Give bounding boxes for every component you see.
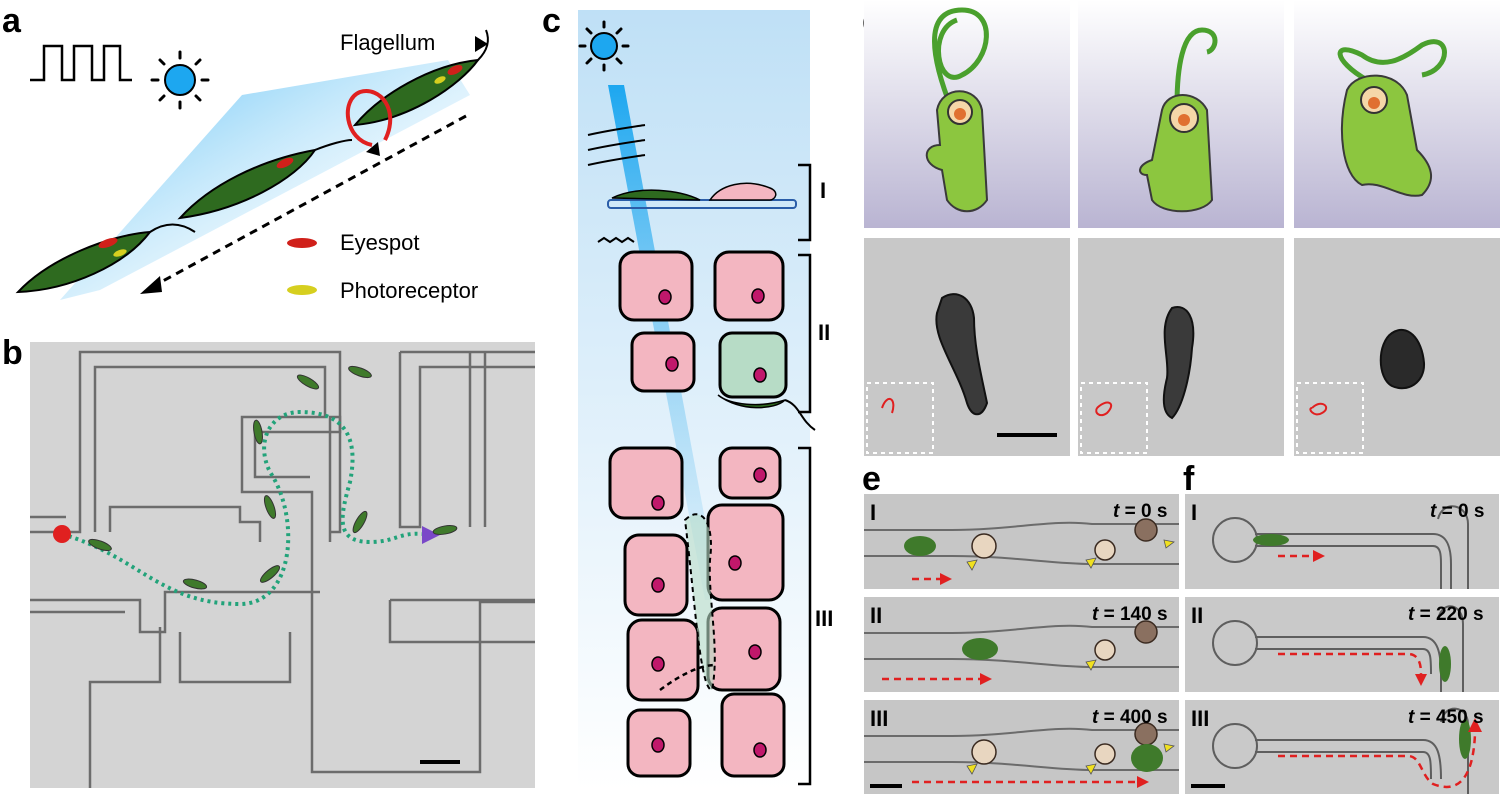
panel-e-row-1-label: I <box>870 500 877 525</box>
panel-f-row-1-label: I <box>1191 500 1198 525</box>
panel-f-micrographs <box>1185 494 1499 794</box>
cell-shape-3 <box>1379 328 1426 390</box>
light-source-icon <box>578 20 630 72</box>
panel-label-e: e <box>862 460 881 498</box>
panel-f-time-2: t = 220 s <box>1408 604 1484 625</box>
panel-f-time-1: t = 0 s <box>1430 501 1485 522</box>
end-arrow <box>422 526 440 544</box>
bracket-zone-2 <box>798 253 812 414</box>
panel-e-time-2: t = 140 s <box>1092 604 1168 625</box>
zone-label-3: III <box>815 606 834 631</box>
cell-trajectory <box>61 409 423 607</box>
panel-e-micrographs <box>864 494 1179 794</box>
eyespot-label: Eyespot <box>340 230 420 255</box>
migration-path <box>683 513 716 692</box>
bracket-zone-3 <box>798 446 812 786</box>
bracket-zone-1 <box>798 163 812 242</box>
panel-e-row-2-label: II <box>870 603 883 628</box>
panel-d-cartoons <box>864 0 1500 228</box>
flagellum-pointer-icon <box>475 36 488 52</box>
cell-shape-2 <box>1162 306 1195 420</box>
cartoon-frame-3 <box>1294 0 1500 228</box>
trajectory-arrow <box>149 114 467 290</box>
panel-c-illustration <box>578 10 816 790</box>
channel-row-2 <box>1212 605 1464 692</box>
panel-f-time-3: t = 450 s <box>1408 707 1484 728</box>
panel-f-row-3-label: III <box>1191 706 1210 731</box>
panel-e-time-3: t = 400 s <box>1092 707 1168 728</box>
cartoon-frame-2 <box>1078 0 1284 228</box>
panel-label-f: f <box>1183 460 1195 498</box>
light-source-icon <box>150 50 210 110</box>
panel-a-illustration <box>15 29 489 300</box>
cell-shape-1 <box>935 293 989 416</box>
panel-e-time-1: t = 0 s <box>1113 501 1168 522</box>
zone-label-1: I <box>820 178 827 203</box>
maze-channel-walls <box>30 350 535 788</box>
channel-row-1 <box>1212 505 1469 589</box>
maze-micrograph <box>30 342 535 788</box>
panel-label-a: a <box>2 2 21 40</box>
start-point <box>53 525 71 543</box>
panel-label-b: b <box>2 334 23 372</box>
flagellum-label: Flagellum <box>340 30 436 55</box>
zone-label-2: II <box>818 320 831 345</box>
photoreceptor-legend-icon <box>287 285 317 295</box>
panel-e-row-3-label: III <box>870 706 889 731</box>
eyespot-legend-icon <box>287 238 317 248</box>
cartoon-frame-1 <box>864 0 1070 228</box>
pulse-train-icon <box>30 44 132 82</box>
panel-label-c: c <box>542 2 561 40</box>
euglena-cell-3 <box>15 223 196 294</box>
euglena-cell-2 <box>177 139 353 220</box>
rotation-arrow <box>345 89 393 147</box>
photoreceptor-label: Photoreceptor <box>340 278 479 303</box>
panel-f-row-2-label: II <box>1191 603 1204 628</box>
panel-d-micrographs <box>864 238 1500 456</box>
